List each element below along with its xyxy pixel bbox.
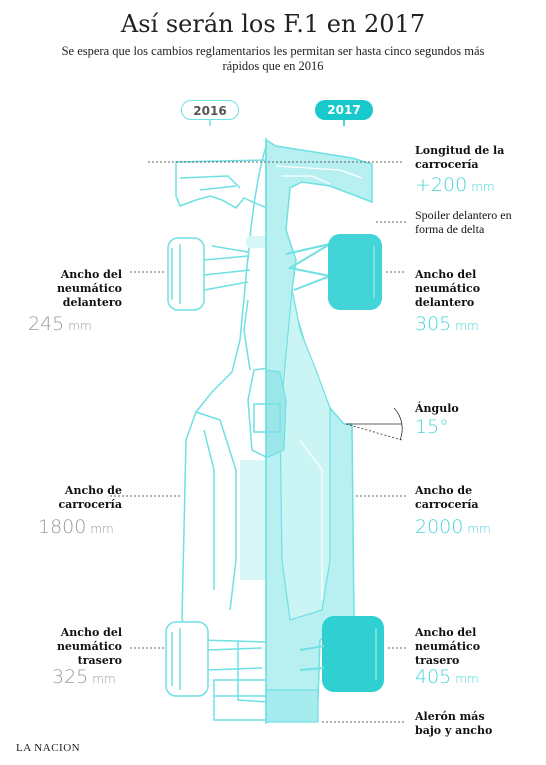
year-tag-2016: 2016 [181,100,239,120]
page-subtitle: Se espera que los cambios reglamentarios… [61,44,485,73]
front-tire-2017-title: Ancho del neumático delantero [415,268,481,309]
rear-tire-2017 [322,616,384,692]
body-width-2016-title: Ancho de carrocería [58,484,122,511]
front-spoiler-title: Spoiler delantero en forma de delta [415,208,512,236]
angle-indicator [345,407,403,441]
rear-wing-title: Alerón más bajo y ancho [415,710,493,737]
rear-tire-2017-title: Ancho del neumático trasero [415,626,481,667]
leader-lines [110,161,406,723]
page-title: Así serán los F.1 en 2017 [120,10,426,38]
rear-wing-2017 [265,689,319,723]
body-length-title: Longitud de la carrocería [415,144,505,171]
front-tire-2016-title: Ancho del neumático delantero [56,268,122,309]
brand-footer: LA NACION [16,742,81,754]
body-2016 [181,255,269,643]
rear-tire-2016 [165,621,209,697]
body-width-2017-title: Ancho de carrocería [415,484,479,511]
angle-value: 15° [415,416,449,438]
year-tag-2017: 2017 [315,100,373,120]
front-tire-2017 [328,234,382,310]
front-tire-2016 [167,237,205,311]
angle-title: Ángulo [415,402,459,415]
rear-tire-2016-title: Ancho del neumático trasero [56,626,122,667]
car-2017-filled [265,138,384,723]
car-2016-outline [165,139,269,721]
